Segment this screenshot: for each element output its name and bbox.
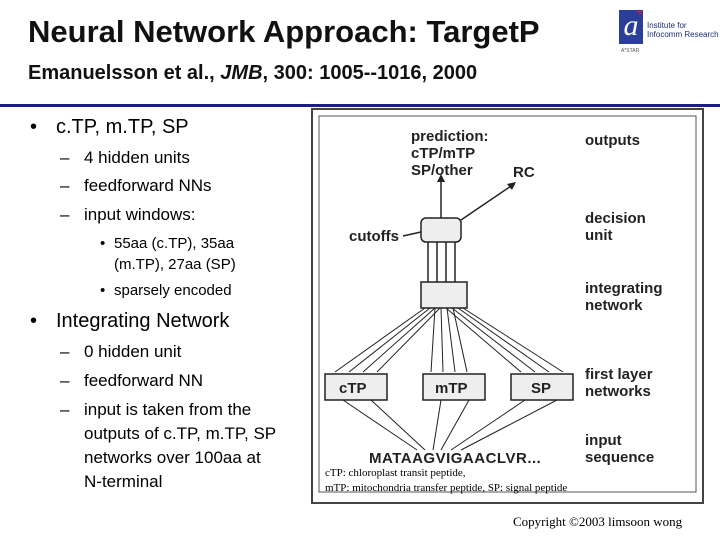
copyright-notice: Copyright ©2003 limsoon wong <box>513 514 683 529</box>
sp-box-label: SP <box>531 380 552 397</box>
sub-bullet-continuation: outputs of c.TP, m.TP, SP <box>84 424 277 443</box>
citation-journal: JMB <box>220 62 263 84</box>
sub-bullet-item: –input windows: <box>60 205 196 224</box>
decision-unit-box <box>420 217 462 243</box>
logo-mark: a <box>619 10 643 44</box>
title-divider <box>0 104 720 107</box>
sub-bullet-item: –4 hidden units <box>60 148 190 167</box>
slide-title: Neural Network Approach: TargetP <box>28 14 540 49</box>
rc-arrowhead <box>507 182 516 190</box>
ctp-box-label: cTP <box>339 380 367 397</box>
outputs-label: outputs <box>585 132 640 149</box>
cutoffs-label: cutoffs <box>349 228 399 245</box>
cutoffs-arrow <box>402 231 422 237</box>
mtp-box-label: mTP <box>435 380 468 397</box>
sp-network-box <box>510 373 574 401</box>
sub-bullet-item: –0 hidden unit <box>60 342 182 361</box>
sub-bullet-continuation: networks over 100aa at <box>84 448 261 467</box>
sub-sub-bullet-item: •55aa (c.TP), 35aa <box>100 235 235 252</box>
figure-inner-frame <box>318 115 697 493</box>
prediction-arrowhead <box>437 174 445 182</box>
input-sequence: MATAAGVIGAACLVR... <box>369 450 542 467</box>
sub-sub-bullet-item: •sparsely encoded <box>100 282 232 299</box>
rc-arrow <box>460 185 512 221</box>
decision-inputs <box>427 242 456 282</box>
logo-subtext: A*STAR <box>621 48 640 54</box>
architecture-diagram <box>318 115 697 493</box>
integrating-network-box <box>420 281 468 309</box>
sub-sub-bullet-continuation: (m.TP), 27aa (SP) <box>114 256 236 273</box>
sub-bullet-item: –input is taken from the <box>60 400 252 419</box>
integrating-inputs <box>334 307 564 373</box>
bullet-item: •c.TP, m.TP, SP <box>30 116 189 138</box>
sequence-inputs <box>342 399 558 451</box>
rc-label: RC <box>513 164 535 181</box>
figure-caption: cTP: chloroplast transit peptide,mTP: mi… <box>325 467 568 494</box>
bullet-item: •Integrating Network <box>30 310 230 332</box>
citation-details: , 300: 1005--1016, 2000 <box>262 62 478 84</box>
logo-star-icon: * <box>637 6 643 22</box>
citation-authors: Emanuelsson et al., <box>28 62 221 84</box>
sub-bullet-item: –feedforward NN <box>60 371 204 390</box>
sub-bullet-continuation: N-terminal <box>84 472 163 491</box>
mtp-network-box <box>422 373 486 401</box>
ctp-network-box <box>324 373 388 401</box>
slide-subtitle: Emanuelsson et al., JMB, 300: 1005--1016… <box>28 62 477 85</box>
sub-bullet-item: –feedforward NNs <box>60 176 212 195</box>
